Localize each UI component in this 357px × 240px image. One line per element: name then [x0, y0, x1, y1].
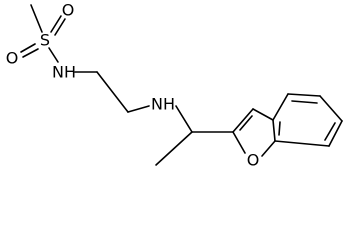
- s-o-left-bond-1: [20, 43, 36, 53]
- s-o-left-bond-2: [22, 48, 39, 58]
- benzene-c5-c6-bond: [319, 95, 343, 122]
- n-ch-bond: [175, 105, 193, 133]
- ch-methyl-bond: [155, 131, 193, 166]
- chemical-structure: S O O NH NH O: [6, 1, 343, 170]
- amine-nh-label: NH: [151, 95, 175, 114]
- oxygen-top-atom-label: O: [62, 1, 75, 20]
- benzene-c7-c7a-bond: [274, 140, 330, 147]
- furan-c2-o-bond: [232, 131, 246, 154]
- methyl-s-bond: [30, 4, 43, 33]
- ch2-n-bond: [127, 105, 150, 113]
- sulfonamide-nh-label: NH: [52, 63, 76, 82]
- benzene-c3a-c4-bond: [272, 93, 289, 121]
- furan-c3a-c3-bond: [252, 108, 274, 121]
- sulfur-atom-label: S: [40, 31, 50, 50]
- furan-c3-c2-bond: [232, 108, 254, 133]
- benzene-inner-bond-1: [291, 100, 318, 104]
- benzene-inner-bond-2: [324, 122, 336, 141]
- furan-o-c7a-bond: [261, 140, 276, 157]
- furan-c7a-c3a-bond: [272, 119, 276, 142]
- furan-c3-c2-inner-bond: [239, 115, 253, 131]
- benzene-inner-bond-3: [278, 121, 281, 136]
- s-o-top-bond-2: [54, 18, 66, 36]
- oxygen-left-atom-label: O: [6, 49, 19, 68]
- furan-oxygen-label: O: [247, 151, 260, 170]
- benzene-c6-c7-bond: [328, 120, 343, 147]
- ch2-ch2-bond: [96, 71, 129, 113]
- benzene-c4-c5-bond: [287, 93, 321, 97]
- s-n-bond: [48, 47, 59, 63]
- s-o-top-bond-1: [50, 15, 62, 33]
